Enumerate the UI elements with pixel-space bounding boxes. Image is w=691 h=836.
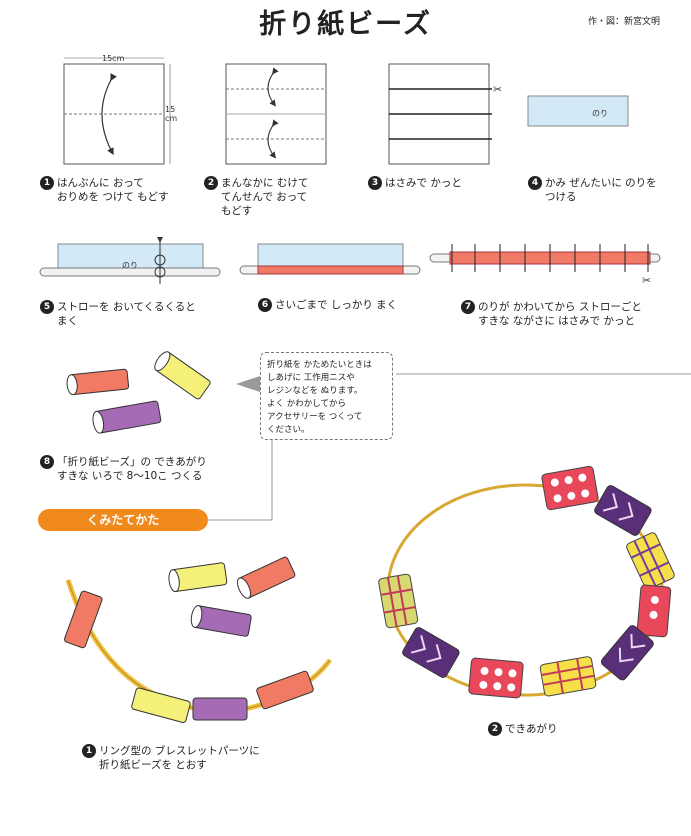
step6-rolled-diagram xyxy=(239,243,421,275)
glue-label: のり xyxy=(592,109,608,118)
width-label: 15cm xyxy=(102,54,125,63)
step-number: 7 xyxy=(461,300,475,314)
step-text: はんぶんに おって おりめを つけて もどす xyxy=(57,177,169,203)
step-text: ストローを おいてくるくると まく xyxy=(57,301,196,327)
step1-paper-diagram: 15cm 15 cm xyxy=(63,54,177,165)
step-number: 3 xyxy=(368,176,382,190)
scissors-icon-2: ✂ xyxy=(642,274,651,287)
step3-paper-diagram: ✂ xyxy=(388,63,502,165)
step-number: 8 xyxy=(40,455,54,469)
varnish-note: 折り紙を かためたいときは しあげに 工作用ニスや レジンなどを ぬります。 よ… xyxy=(260,352,393,440)
step7-cut-diagram: ✂ xyxy=(429,244,661,287)
step-text: さいごまで しっかり まく xyxy=(275,299,398,311)
step-text: のりが かわいてから ストローごと すきな ながさに はさみで かっと xyxy=(478,301,642,327)
step-number: 2 xyxy=(204,176,218,190)
step-number: 6 xyxy=(258,298,272,312)
step-number: 5 xyxy=(40,300,54,314)
step-8-caption: 8「折り紙ビーズ」の できあがり すきな いろで 8〜10こ つくる xyxy=(40,455,207,483)
step-number: 1 xyxy=(82,744,96,758)
assembly-illustration xyxy=(64,556,332,723)
glue-label-2: のり xyxy=(122,261,138,270)
author-credit: 作・図：新宮文明 xyxy=(588,17,661,27)
step-text: かみ ぜんたいに のりを つける xyxy=(545,177,657,203)
step-text: はさみで かっと xyxy=(385,177,462,189)
height-label-unit: cm xyxy=(165,114,177,123)
page-title: 折り紙ビーズ xyxy=(259,9,432,40)
step-number: 2 xyxy=(488,722,502,736)
step-text: まんなかに むけて てんせんで おって もどす xyxy=(221,177,309,217)
step5-rolling-diagram: のり xyxy=(39,237,221,284)
step-number: 1 xyxy=(40,176,54,190)
step4-strip-diagram: のり xyxy=(527,95,629,127)
step8-beads-illustration xyxy=(66,351,211,434)
note-pointer xyxy=(236,376,260,392)
step2-paper-diagram xyxy=(225,63,327,165)
height-label-num: 15 xyxy=(165,105,175,114)
step-text: 「折り紙ビーズ」の できあがり すきな いろで 8〜10こ つくる xyxy=(57,456,207,482)
scissors-icon: ✂ xyxy=(493,83,502,96)
step-text: リング型の ブレスレットパーツに 折り紙ビーズを とおす xyxy=(99,745,260,771)
assembly-section-banner: くみたてかた xyxy=(38,509,208,531)
step-text: できあがり xyxy=(505,723,558,735)
finished-bracelet-illustration xyxy=(378,465,675,699)
step-number: 4 xyxy=(528,176,542,190)
